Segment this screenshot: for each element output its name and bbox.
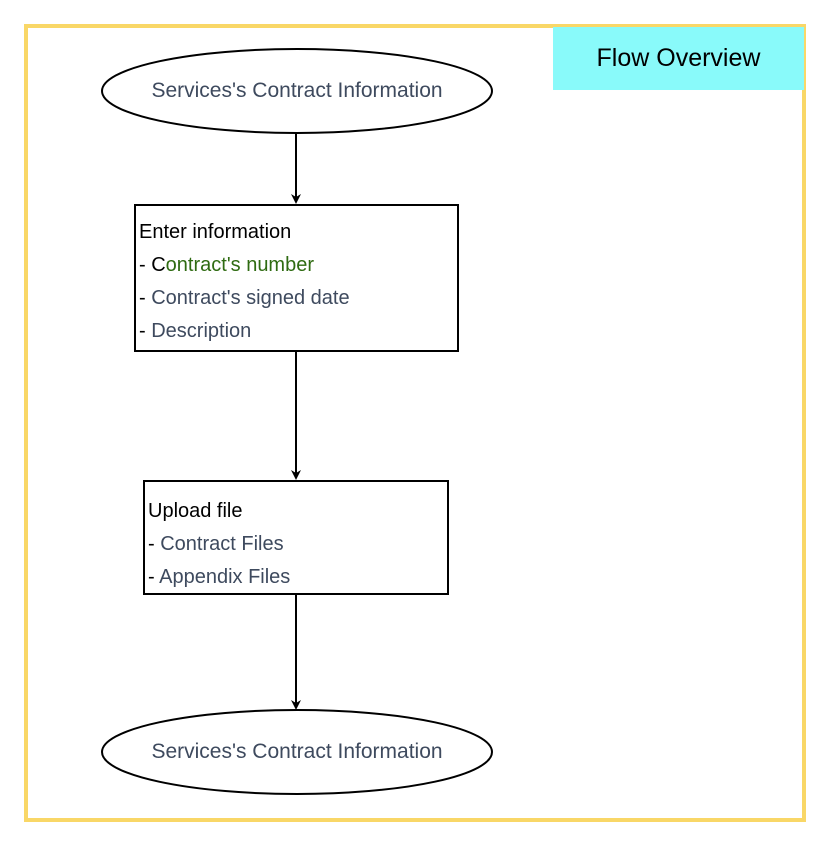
enter-information-title: Enter information (139, 221, 292, 243)
start-node-label: Services's Contract Information (151, 79, 443, 102)
enter-item-contract-number: - Contract's number (139, 254, 315, 276)
end-node-label: Services's Contract Information (151, 740, 443, 763)
upload-file-title: Upload file (148, 500, 243, 522)
upload-file-box: Upload file - Contract Files - Appendix … (143, 480, 449, 595)
legend-label: Flow Overview (596, 44, 761, 72)
end-ellipse (101, 709, 493, 795)
enter-information-box: Enter information - Contract's number - … (134, 204, 459, 352)
diagram-frame (24, 24, 806, 822)
flow-overview-legend: Flow Overview (553, 27, 804, 90)
enter-item-signed-date: - Contract's signed date (139, 287, 350, 309)
upload-item-contract-files: - Contract Files (148, 533, 284, 555)
enter-item-description: - Description (139, 320, 252, 342)
upload-item-appendix-files: - Appendix Files (148, 566, 291, 588)
